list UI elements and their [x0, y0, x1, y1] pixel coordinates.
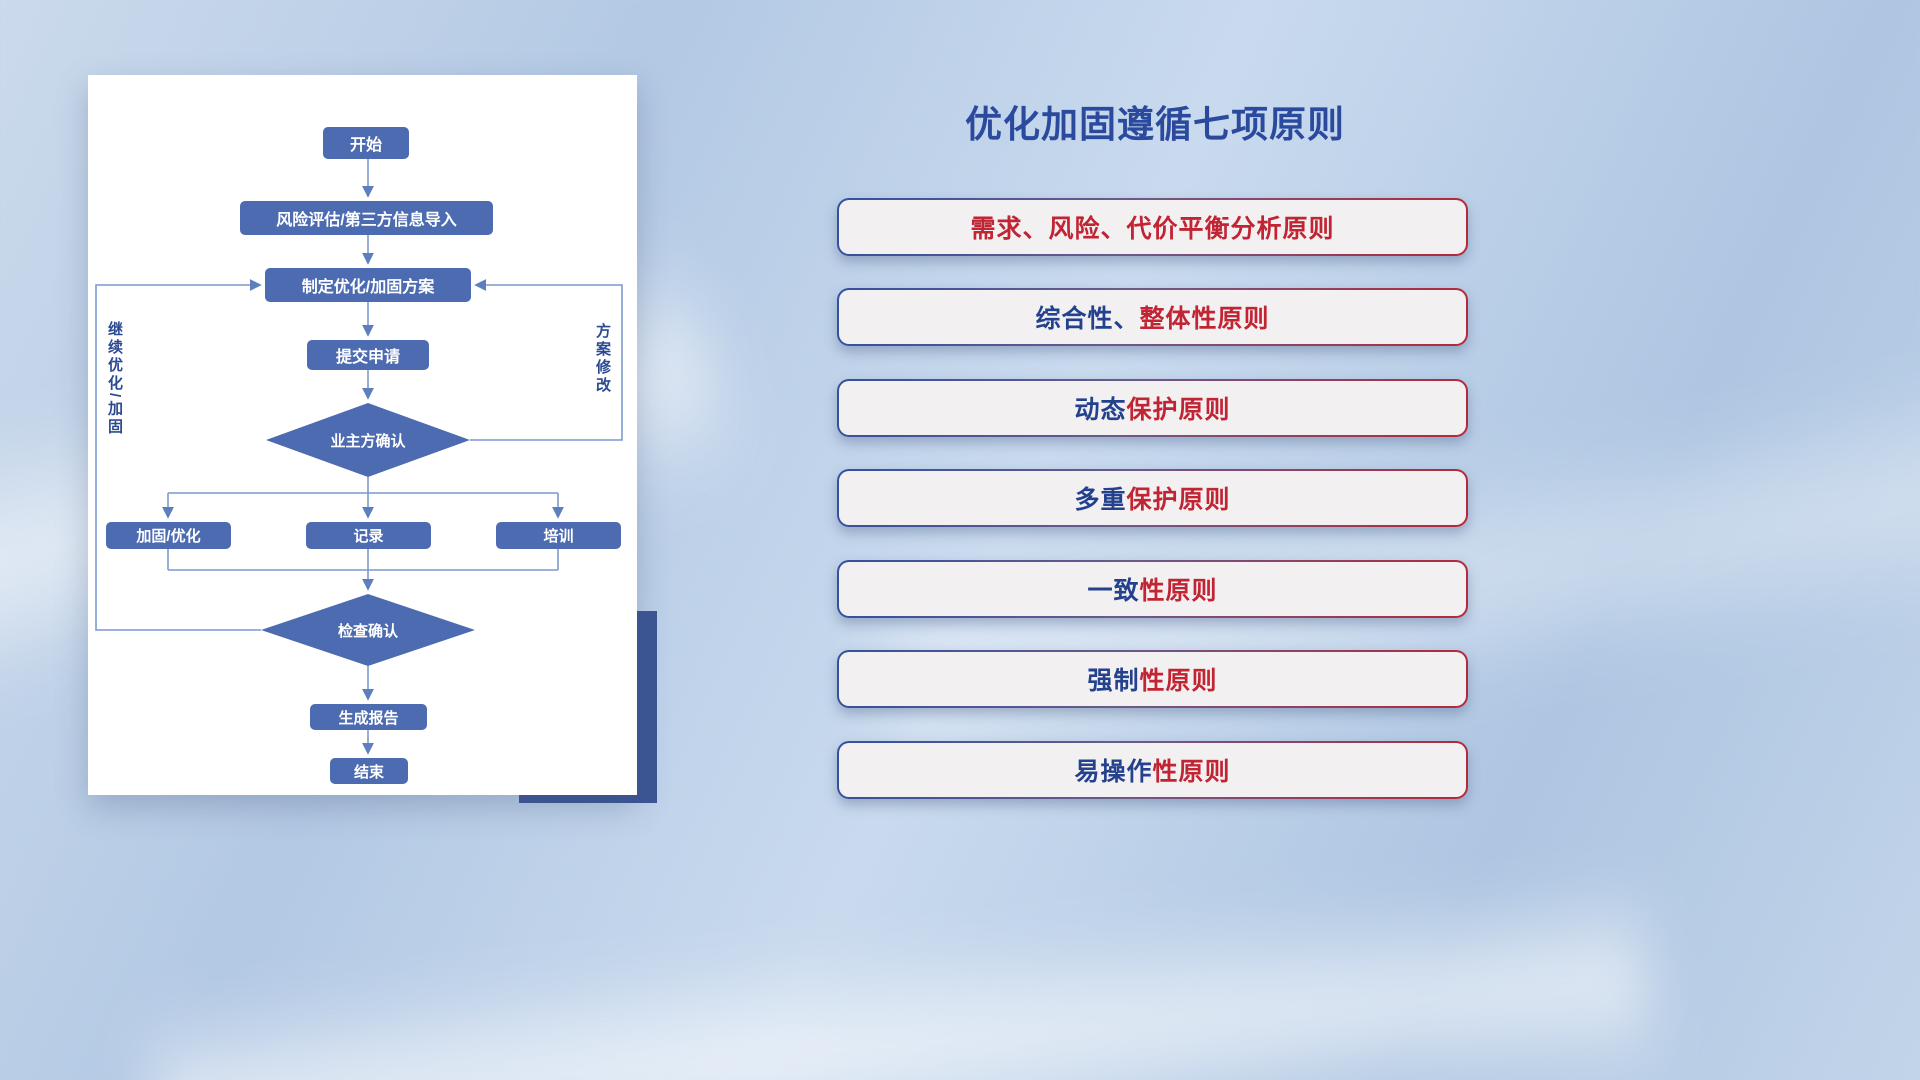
principle-item: 动态保护原则 [837, 379, 1468, 437]
principle-text-red: 性原则 [1139, 577, 1218, 605]
principle-item: 一致性原则 [837, 560, 1468, 618]
principle-text-red: 性原则 [1152, 758, 1231, 786]
principle-text-navy: 综合性、 [1035, 305, 1140, 333]
principle-text-red: 保护原则 [1126, 486, 1231, 514]
principle-text: 多重保护原则 [839, 471, 1466, 525]
principle-text-navy: 一致 [1087, 577, 1140, 605]
flow-node-record: 记录 [306, 522, 431, 549]
principle-text-red: 保护原则 [1126, 396, 1231, 424]
principle-text: 动态保护原则 [839, 381, 1466, 435]
flow-edge-label-plan-revise: 方案修改 [594, 323, 611, 395]
principle-text: 易操作性原则 [839, 743, 1466, 797]
principle-text-red: 需求、风险、代价平衡分析原则 [970, 215, 1335, 243]
principle-text: 强制性原则 [839, 652, 1466, 706]
principle-text-navy: 易操作 [1074, 758, 1153, 786]
flow-edge-label-continue-loop: 继续优化/加固 [106, 321, 123, 437]
principle-text-red: 性原则 [1139, 667, 1218, 695]
principle-text: 一致性原则 [839, 562, 1466, 616]
principle-text-navy: 强制 [1087, 667, 1140, 695]
principle-text-navy: 多重 [1074, 486, 1127, 514]
flow-node-submit: 提交申请 [307, 340, 429, 370]
principle-item: 综合性、整体性原则 [837, 288, 1468, 346]
principle-text-red: 整体性原则 [1139, 305, 1270, 333]
principle-item: 强制性原则 [837, 650, 1468, 708]
principle-text-navy: 动态 [1074, 396, 1127, 424]
flow-node-risk-import: 风险评估/第三方信息导入 [240, 201, 493, 235]
flow-node-harden: 加固/优化 [106, 522, 231, 549]
background-light-streak [143, 875, 1657, 1080]
flow-node-make-plan: 制定优化/加固方案 [265, 268, 471, 302]
principle-item: 多重保护原则 [837, 469, 1468, 527]
principle-item: 易操作性原则 [837, 741, 1468, 799]
principle-text: 需求、风险、代价平衡分析原则 [839, 200, 1466, 254]
flowchart-connectors [95, 159, 623, 755]
flow-node-start: 开始 [323, 127, 409, 159]
principle-item: 需求、风险、代价平衡分析原则 [837, 198, 1468, 256]
flow-node-end: 结束 [330, 758, 408, 784]
flow-node-report: 生成报告 [310, 704, 427, 730]
principle-text: 综合性、整体性原则 [839, 290, 1466, 344]
flowchart-card: 开始 风险评估/第三方信息导入 制定优化/加固方案 提交申请 业主方确认 加固/… [88, 75, 637, 795]
page-title: 优化加固遵循七项原则 [965, 104, 1345, 145]
flow-node-training: 培训 [496, 522, 621, 549]
